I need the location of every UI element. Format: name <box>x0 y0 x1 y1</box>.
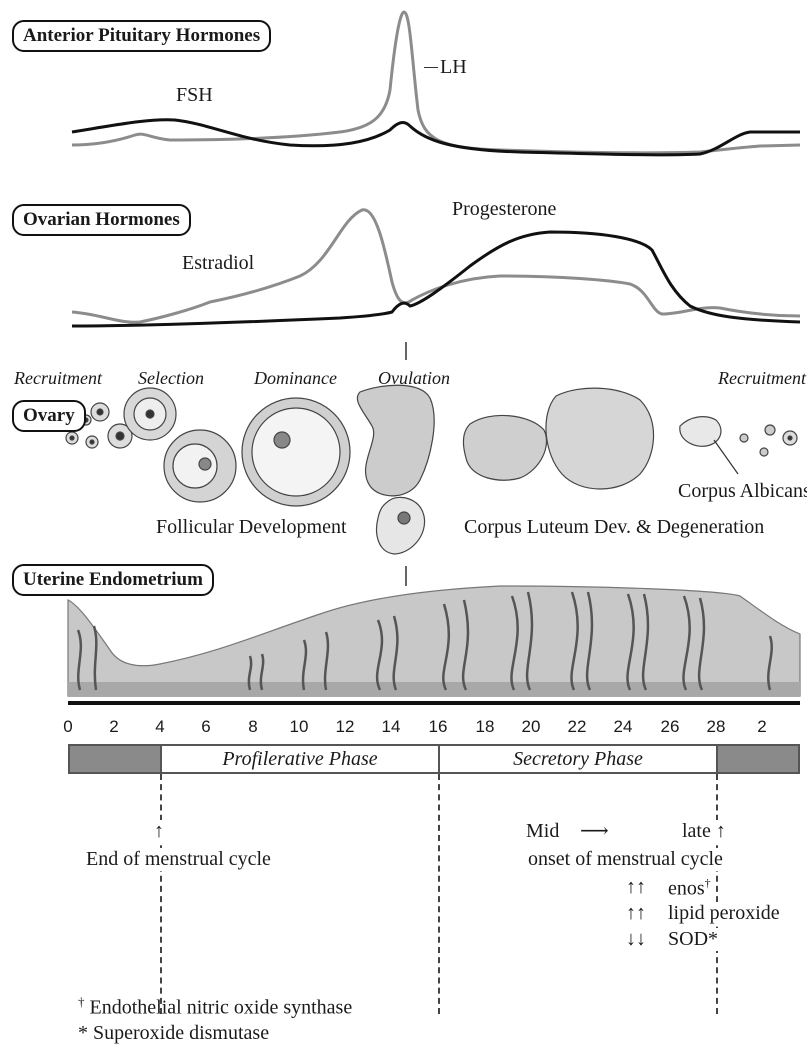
day16-guide-line <box>438 774 440 1014</box>
day-tick: 14 <box>382 717 401 737</box>
day-tick: 28 <box>707 717 726 737</box>
stage-recruitment-1: Recruitment <box>14 368 102 389</box>
day-tick: 24 <box>614 717 633 737</box>
endometrium-section-label: Uterine Endometrium <box>12 564 214 596</box>
day-tick: 2 <box>757 717 766 737</box>
day4-guide-line <box>160 774 162 1014</box>
mid-to-late-arrow: ⟶ <box>580 818 609 843</box>
secretory-phase-box: Secretory Phase <box>438 744 718 774</box>
ovary-section-label: Ovary <box>12 400 86 432</box>
end-menstrual-cycle-label: End of menstrual cycle <box>86 848 271 871</box>
lh-label: LH <box>440 56 467 79</box>
fsh-label: FSH <box>176 84 213 107</box>
enos-label: enos† <box>668 876 711 901</box>
menses-block-end <box>716 744 800 774</box>
sod-arrows: ↓↓ <box>626 928 646 951</box>
day-tick: 16 <box>429 717 448 737</box>
corpus-luteum-label: Corpus Luteum Dev. & Degeneration <box>464 516 764 539</box>
stage-recruitment-2: Recruitment <box>718 368 806 389</box>
day-tick: 0 <box>63 717 72 737</box>
enos-arrows: ↑↑ <box>626 876 646 899</box>
progesterone-label: Progesterone <box>452 198 556 221</box>
day28-guide-line <box>716 774 718 1014</box>
footnote-star: * Superoxide dismutase <box>78 1022 269 1045</box>
pituitary-section-label: Anterior Pituitary Hormones <box>12 20 271 52</box>
endometrium-illustration <box>68 586 800 696</box>
stage-ovulation: Ovulation <box>378 368 450 389</box>
proliferative-phase-box: Profilerative Phase <box>160 744 440 774</box>
day-tick: 20 <box>522 717 541 737</box>
mid-label: Mid <box>526 820 559 843</box>
menses-block-start <box>68 744 162 774</box>
stage-dominance: Dominance <box>254 368 337 389</box>
stage-selection: Selection <box>138 368 204 389</box>
day-tick: 10 <box>290 717 309 737</box>
corpus-albicans-label: Corpus Albicans <box>678 480 807 503</box>
onset-menstrual-cycle-label: onset of menstrual cycle <box>528 848 723 871</box>
end-cycle-arrow: ↑ <box>154 820 164 843</box>
day-tick: 18 <box>476 717 495 737</box>
lipid-arrows: ↑↑ <box>626 902 646 925</box>
lipid-peroxide-label: lipid peroxide <box>668 902 780 925</box>
estradiol-label: Estradiol <box>182 252 254 275</box>
day-tick: 8 <box>248 717 257 737</box>
day-tick: 12 <box>336 717 355 737</box>
footnote-dagger: † Endothelial nitric oxide synthase <box>78 994 352 1020</box>
lh-leader-line <box>424 67 438 68</box>
follicular-development-label: Follicular Development <box>156 516 347 539</box>
day-tick: 6 <box>201 717 210 737</box>
day-tick: 2 <box>109 717 118 737</box>
late-label: late ↑ <box>682 820 726 843</box>
day-tick: 22 <box>568 717 587 737</box>
ovarian-section-label: Ovarian Hormones <box>12 204 191 236</box>
sod-label: SOD* <box>668 928 718 951</box>
day-tick: 4 <box>155 717 164 737</box>
day-tick: 26 <box>661 717 680 737</box>
fsh-curve <box>72 120 800 155</box>
